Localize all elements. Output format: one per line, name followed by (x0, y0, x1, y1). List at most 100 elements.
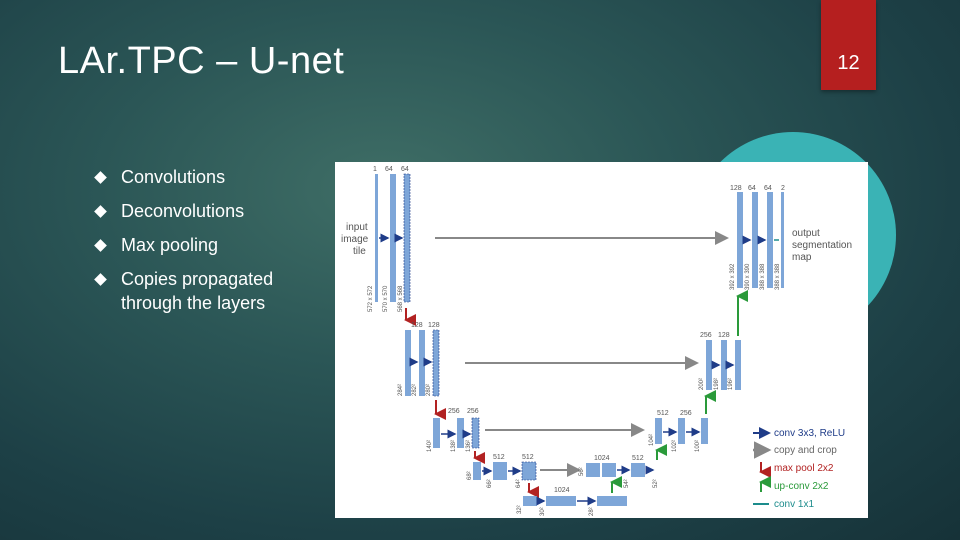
output-label-3: map (792, 252, 812, 263)
diamond-bullet-icon (94, 205, 107, 218)
feature-map-l3-in (433, 418, 440, 448)
feature-map-u1-out (781, 192, 784, 288)
channel-label: 512 (522, 454, 534, 461)
size-label: 284² (398, 384, 404, 396)
legend-upconv-label: up-conv 2x2 (774, 481, 829, 492)
feature-map-l2-in (405, 330, 411, 396)
output-label-2: segmentation (792, 240, 852, 251)
legend-conv1x1-label: conv 1x1 (774, 499, 814, 510)
size-label: 196² (728, 378, 734, 390)
feature-map-u1-c (767, 192, 773, 288)
size-label: 572 x 572 (368, 285, 374, 312)
size-label: 28² (589, 507, 595, 516)
size-label: 140² (427, 440, 433, 452)
bullet-item: Copies propagated through the layers (94, 267, 324, 315)
feature-map-u1-b (752, 192, 758, 288)
size-label: 66² (487, 479, 493, 488)
size-label: 54² (624, 479, 630, 488)
feature-map-l1-input (375, 174, 378, 302)
feature-map-l5-b (597, 496, 627, 506)
size-label: 282² (412, 384, 418, 396)
channel-label: 128 (730, 185, 742, 192)
feature-map-l4-a (493, 462, 507, 480)
feature-map-l4-b (521, 461, 537, 481)
bullet-list: Convolutions Deconvolutions Max pooling … (94, 165, 324, 325)
size-label: 102² (672, 440, 678, 452)
size-label: 570 x 570 (383, 285, 389, 312)
channel-label: 2 (781, 185, 785, 192)
bullet-item: Max pooling (94, 233, 324, 257)
channel-label: 1024 (554, 487, 570, 494)
feature-map-u3-c (701, 418, 708, 444)
legend-conv-label: conv 3x3, ReLU (774, 428, 845, 439)
size-label: 388 x 388 (760, 263, 766, 290)
size-label: 100² (695, 440, 701, 452)
channel-label: 256 (700, 332, 712, 339)
diamond-bullet-icon (94, 273, 107, 286)
channel-label: 64 (401, 166, 409, 173)
size-label: 138² (451, 440, 457, 452)
size-label: 30² (540, 507, 546, 516)
unet-diagram-svg: input image tile 1 64 64 572 x 572 570 x… (341, 166, 852, 516)
feature-map-u4-a (586, 463, 600, 477)
feature-map-u3-a (655, 418, 662, 444)
diagram-legend: conv 3x3, ReLU copy and crop max pool 2x… (753, 427, 845, 510)
feature-map-u4-b (602, 463, 616, 477)
legend-pool-label: max pool 2x2 (774, 463, 834, 474)
channel-label: 256 (680, 410, 692, 417)
slide-title: LAr.TPC – U-net (58, 40, 345, 82)
page-number-tab: 12 (821, 0, 876, 90)
size-label: 392 x 392 (730, 263, 736, 290)
unet-diagram: input image tile 1 64 64 572 x 572 570 x… (335, 162, 868, 518)
channel-label: 64 (764, 185, 772, 192)
bullet-item: Deconvolutions (94, 199, 324, 223)
feature-map-l2-b (432, 329, 440, 397)
input-label-1: input (346, 222, 368, 233)
channel-label: 64 (748, 185, 756, 192)
size-label: 198² (714, 378, 720, 390)
feature-map-l2-a (419, 330, 425, 396)
channel-label: 1 (373, 166, 377, 173)
feature-map-u1-a (737, 192, 743, 288)
size-label: 104² (649, 434, 655, 446)
size-label: 68² (467, 471, 473, 480)
size-label: 32² (517, 505, 523, 514)
input-label-3: tile (353, 246, 366, 257)
size-label: 200² (699, 378, 705, 390)
feature-map-l4-in (473, 462, 481, 480)
bullet-text: Convolutions (121, 167, 226, 187)
feature-map-u4-c (631, 463, 645, 477)
feature-map-l1-b (403, 173, 411, 303)
feature-map-l3-b (471, 417, 480, 449)
channel-label: 256 (467, 408, 479, 415)
diamond-bullet-icon (94, 171, 107, 184)
feature-map-l3-a (457, 418, 464, 448)
channel-label: 128 (411, 322, 423, 329)
channel-label: 64 (385, 166, 393, 173)
feature-map-l1-a (390, 174, 396, 302)
channel-label: 512 (632, 455, 644, 462)
input-label-2: image (341, 234, 369, 245)
bullet-text: Max pooling (121, 235, 219, 255)
size-label: 280² (426, 384, 432, 396)
channel-label: 128 (718, 332, 730, 339)
feature-map-u2-a (706, 340, 712, 390)
bullet-text: Copies propagated through the layers (121, 269, 274, 313)
size-label: 136² (466, 440, 472, 452)
size-label: 52² (653, 479, 659, 488)
size-label: 388 x 388 (775, 263, 781, 290)
feature-map-l5-a (546, 496, 576, 506)
channel-label: 512 (493, 454, 505, 461)
feature-map-u2-b (721, 340, 727, 390)
channel-label: 512 (657, 410, 669, 417)
feature-map-l5-in (523, 496, 537, 506)
bullet-text: Deconvolutions (121, 201, 245, 221)
output-label-1: output (792, 228, 820, 239)
channel-label: 1024 (594, 455, 610, 462)
size-label: 390 x 390 (745, 263, 751, 290)
legend-copy-label: copy and crop (774, 445, 837, 456)
bullet-item: Convolutions (94, 165, 324, 189)
diamond-bullet-icon (94, 239, 107, 252)
size-label: 56² (579, 467, 585, 476)
channel-label: 128 (428, 322, 440, 329)
